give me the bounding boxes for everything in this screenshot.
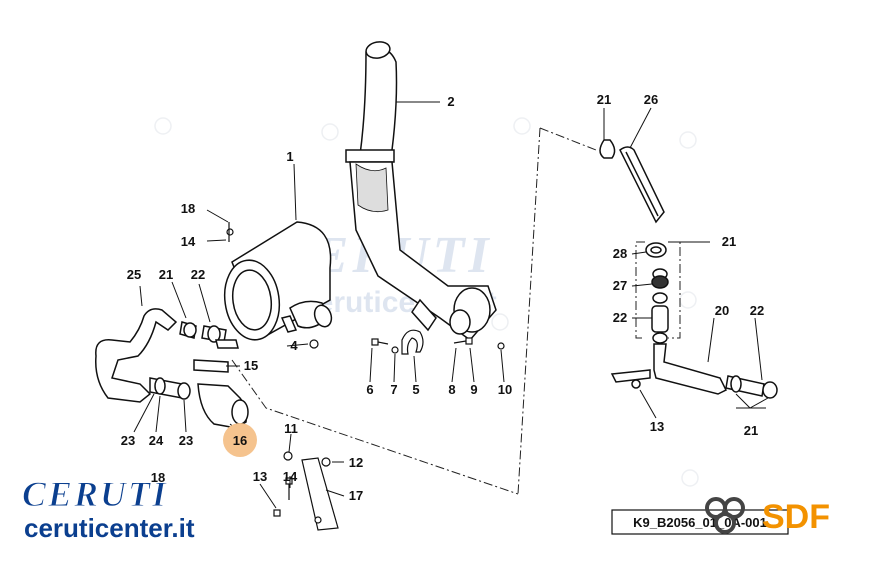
callout-15[interactable]: 15 — [244, 358, 258, 373]
leader-lines — [133, 101, 769, 509]
air-filter-housing — [223, 221, 333, 341]
selected-part-highlight — [223, 423, 257, 457]
callout-21[interactable]: 21 — [159, 267, 173, 282]
callout-25[interactable]: 25 — [127, 267, 141, 282]
watermark-sdf-mark-icon — [681, 469, 699, 487]
watermark-sdf-mark-icon — [491, 313, 509, 331]
callout-20[interactable]: 20 — [715, 303, 729, 318]
callout-14[interactable]: 14 — [283, 469, 298, 484]
callout-5[interactable]: 5 — [412, 382, 419, 397]
callout-4[interactable]: 4 — [290, 338, 298, 353]
left-intake-hoses — [95, 308, 249, 429]
callout-23[interactable]: 23 — [179, 433, 193, 448]
watermark-sdf-mark-icon — [679, 131, 697, 149]
callout-18[interactable]: 18 — [151, 470, 165, 485]
callout-17[interactable]: 17 — [349, 488, 363, 503]
callout-18[interactable]: 18 — [181, 201, 195, 216]
callout-6[interactable]: 6 — [366, 382, 373, 397]
callout-27[interactable]: 27 — [613, 278, 627, 293]
manufacturer-name: SDF — [762, 498, 830, 536]
watermark-sdf-mark-icon — [154, 117, 172, 135]
dealer-name: CERUTI — [22, 474, 168, 514]
watermark-sdf-mark-icon — [321, 123, 339, 141]
callout-16[interactable]: 16 — [233, 433, 247, 448]
callout-7[interactable]: 7 — [390, 382, 397, 397]
callout-12[interactable]: 12 — [349, 455, 363, 470]
fasteners — [226, 222, 505, 531]
watermark-sdf-mark-icon — [513, 117, 531, 135]
callout-1[interactable]: 1 — [286, 149, 293, 164]
callout-2[interactable]: 2 — [447, 94, 454, 109]
callout-22[interactable]: 22 — [750, 303, 764, 318]
callout-22[interactable]: 22 — [613, 310, 627, 325]
callout-22[interactable]: 22 — [191, 267, 205, 282]
callout-11[interactable]: 11 — [284, 421, 298, 436]
callout-23[interactable]: 23 — [121, 433, 135, 448]
callout-13[interactable]: 13 — [650, 419, 664, 434]
callout-14[interactable]: 14 — [181, 234, 196, 249]
reference-code: K9_B2056_01_0A-001 — [633, 515, 767, 530]
right-breather-assembly — [599, 139, 778, 399]
callout-24[interactable]: 24 — [149, 433, 164, 448]
callout-28[interactable]: 28 — [613, 246, 627, 261]
callout-9[interactable]: 9 — [470, 382, 477, 397]
dealer-site: ceruticenter.it — [24, 513, 195, 543]
intake-pipe — [345, 41, 497, 342]
callout-13[interactable]: 13 — [253, 469, 267, 484]
callouts: 1 2 18 14 25 21 22 4 15 23 24 23 16 6 7 … — [121, 92, 764, 503]
callout-21[interactable]: 21 — [744, 423, 758, 438]
sdf-mark-icon — [705, 497, 745, 534]
callout-8[interactable]: 8 — [448, 382, 455, 397]
callout-26[interactable]: 26 — [644, 92, 658, 107]
dealer-logo: CERUTI ceruticenter.it — [22, 474, 195, 544]
callout-10[interactable]: 10 — [498, 382, 512, 397]
callout-21[interactable]: 21 — [722, 234, 736, 249]
callout-21[interactable]: 21 — [597, 92, 611, 107]
manufacturer-logo: SDF — [705, 497, 830, 536]
watermark-sdf-mark-icon — [679, 291, 697, 309]
